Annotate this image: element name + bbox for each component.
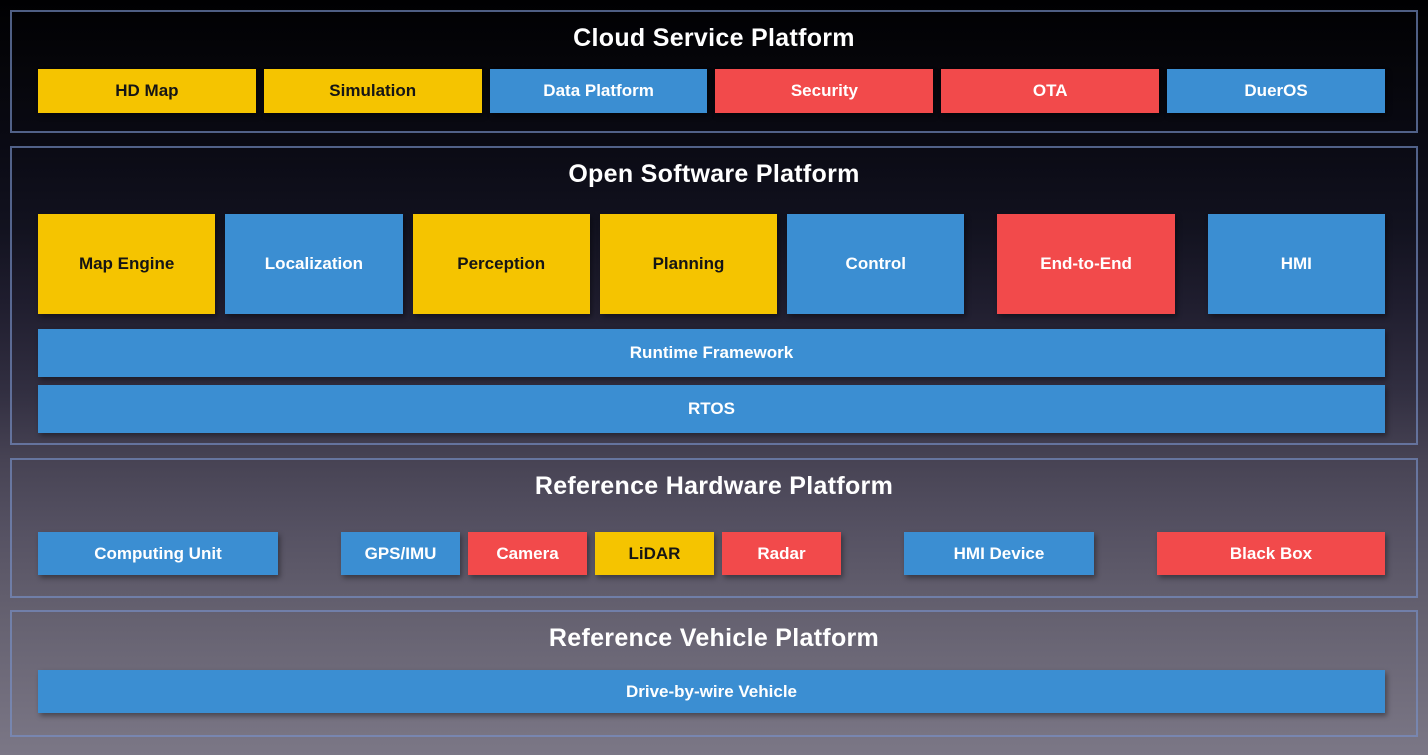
- node-radar: Radar: [722, 532, 841, 575]
- node-computing-unit: Computing Unit: [38, 532, 278, 575]
- node-ota: OTA: [941, 69, 1160, 113]
- section-reference-hardware-platform: Reference Hardware Platform Computing Un…: [10, 458, 1418, 598]
- node-runtime-framework: Runtime Framework: [38, 329, 1385, 377]
- rtos-bar-row: RTOS: [38, 385, 1385, 433]
- section-reference-vehicle-platform: Reference Vehicle Platform Drive-by-wire…: [10, 610, 1418, 737]
- node-hmi: HMI: [1207, 214, 1385, 314]
- node-hmi-device: HMI Device: [904, 532, 1094, 575]
- runtime-framework-bar-row: Runtime Framework: [38, 329, 1385, 377]
- node-localization: Localization: [225, 214, 403, 314]
- section-open-software-platform: Open Software Platform Map Engine Locali…: [10, 146, 1418, 445]
- node-data-platform: Data Platform: [489, 69, 708, 113]
- section-title: Open Software Platform: [568, 160, 860, 188]
- node-camera: Camera: [468, 532, 587, 575]
- node-planning: Planning: [599, 214, 778, 314]
- node-perception: Perception: [412, 214, 590, 314]
- node-control: Control: [787, 214, 965, 314]
- section-cloud-service-platform: Cloud Service Platform HD Map Simulation…: [10, 10, 1418, 133]
- software-modules-row: Map Engine Localization Perception Plann…: [38, 214, 1385, 314]
- hardware-row: Computing Unit GPS/IMU Camera LiDAR Rada…: [38, 532, 1385, 575]
- node-drive-by-wire-vehicle: Drive-by-wire Vehicle: [38, 670, 1385, 713]
- node-end-to-end: End-to-End: [997, 214, 1175, 314]
- node-lidar: LiDAR: [595, 532, 714, 575]
- vehicle-row: Drive-by-wire Vehicle: [38, 670, 1385, 713]
- node-black-box: Black Box: [1157, 532, 1385, 575]
- cloud-services-row: HD Map Simulation Data Platform Security…: [38, 69, 1385, 113]
- section-title: Cloud Service Platform: [573, 24, 855, 52]
- node-security: Security: [715, 69, 934, 113]
- section-title: Reference Hardware Platform: [534, 472, 894, 500]
- node-rtos: RTOS: [38, 385, 1385, 433]
- section-title: Reference Vehicle Platform: [548, 624, 880, 652]
- node-hd-map: HD Map: [38, 69, 256, 113]
- node-map-engine: Map Engine: [38, 214, 216, 314]
- node-gps-imu: GPS/IMU: [341, 532, 460, 575]
- node-dueros: DuerOS: [1167, 69, 1385, 113]
- node-simulation: Simulation: [263, 69, 482, 113]
